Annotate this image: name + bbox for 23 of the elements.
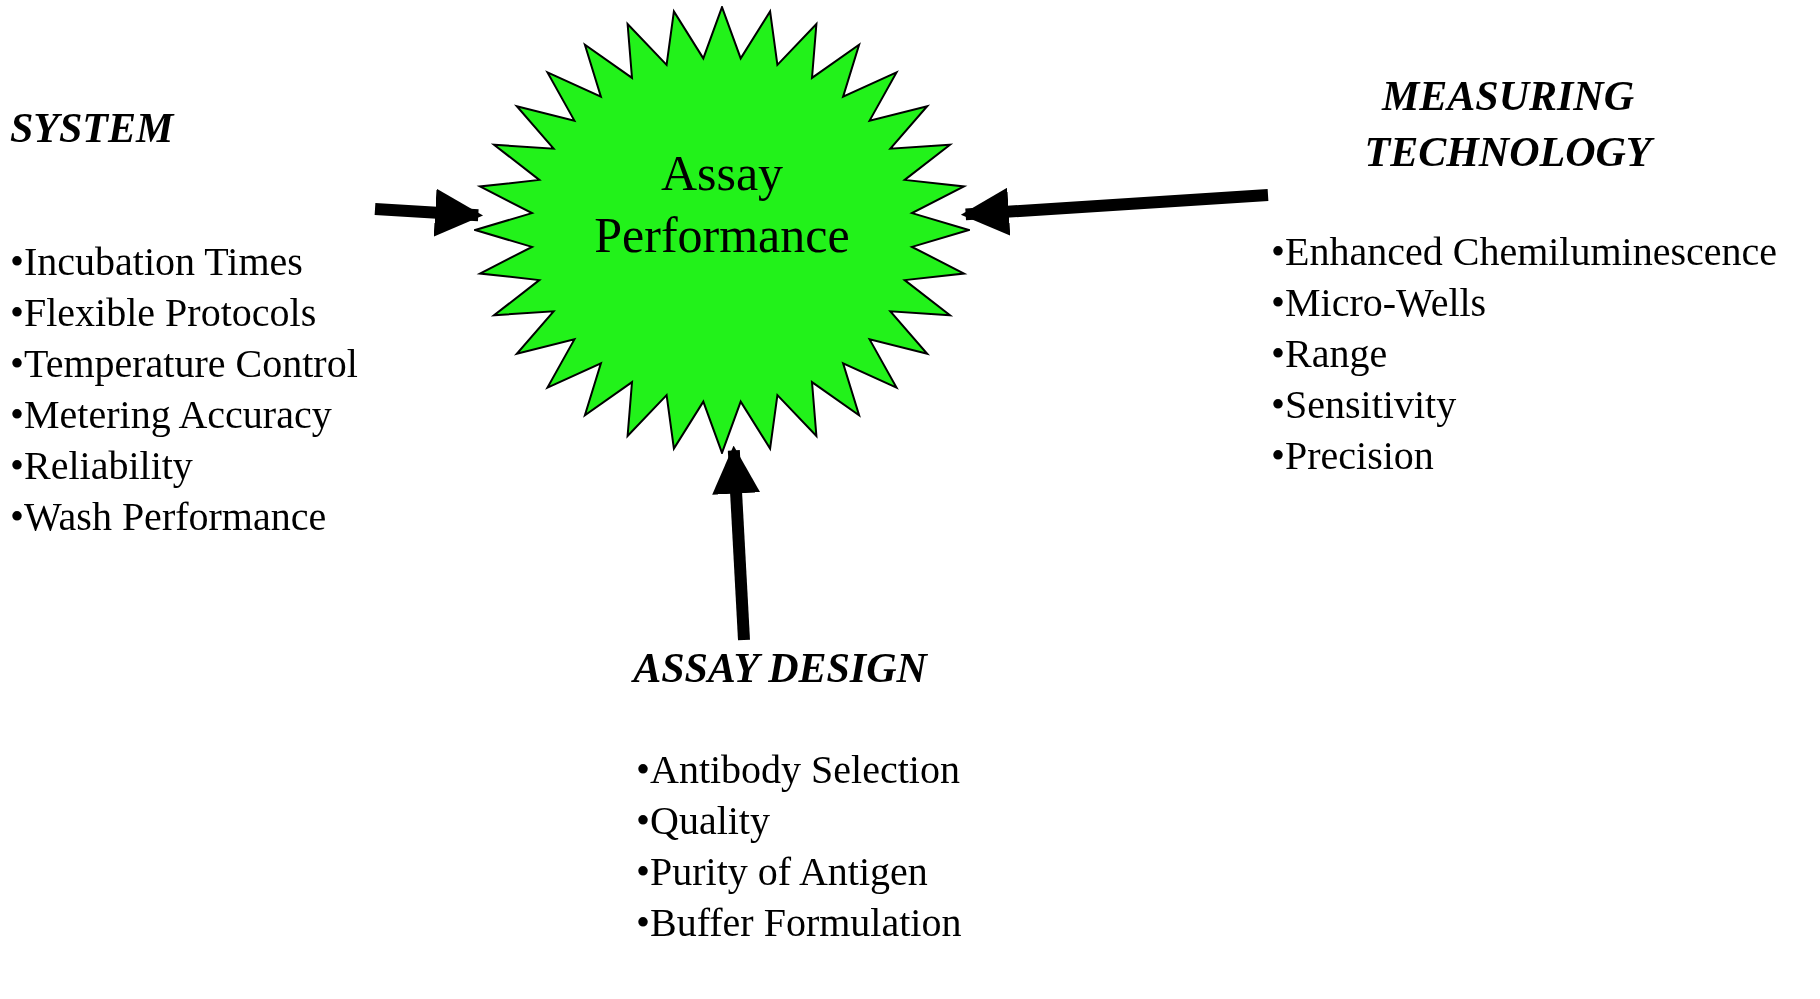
bullet-item: •Incubation Times bbox=[10, 238, 304, 286]
arrow bbox=[712, 445, 761, 641]
bullet-item: •Wash Performance bbox=[10, 493, 328, 541]
category-heading: ASSAY DESIGN bbox=[630, 644, 929, 693]
bullet-item: •Enhanced Chemiluminescence bbox=[1271, 228, 1779, 276]
bullet-item: •Reliability bbox=[10, 442, 194, 490]
bullet-item: •Buffer Formulation bbox=[636, 899, 963, 947]
bullet-item: •Quality bbox=[636, 797, 771, 845]
bullet-item: •Antibody Selection bbox=[636, 746, 961, 794]
node-label: Assay Performance bbox=[593, 144, 851, 265]
starburst-shape bbox=[474, 6, 970, 454]
bullet-item: •Flexible Protocols bbox=[10, 289, 318, 337]
arrow bbox=[960, 187, 1269, 236]
bullet-item: •Sensitivity bbox=[1271, 381, 1458, 429]
category-heading: MEASURING TECHNOLOGY bbox=[1268, 68, 1708, 180]
bullet-item: •Micro-Wells bbox=[1271, 279, 1488, 327]
bullet-item: •Purity of Antigen bbox=[636, 848, 929, 896]
bullet-item: •Range bbox=[1271, 330, 1389, 378]
arrow bbox=[374, 188, 484, 237]
bullet-item: •Precision bbox=[1271, 432, 1435, 480]
category-heading: SYSTEM bbox=[10, 104, 176, 153]
bullet-item: •Metering Accuracy bbox=[10, 391, 333, 439]
bullet-item: •Temperature Control bbox=[10, 340, 359, 388]
